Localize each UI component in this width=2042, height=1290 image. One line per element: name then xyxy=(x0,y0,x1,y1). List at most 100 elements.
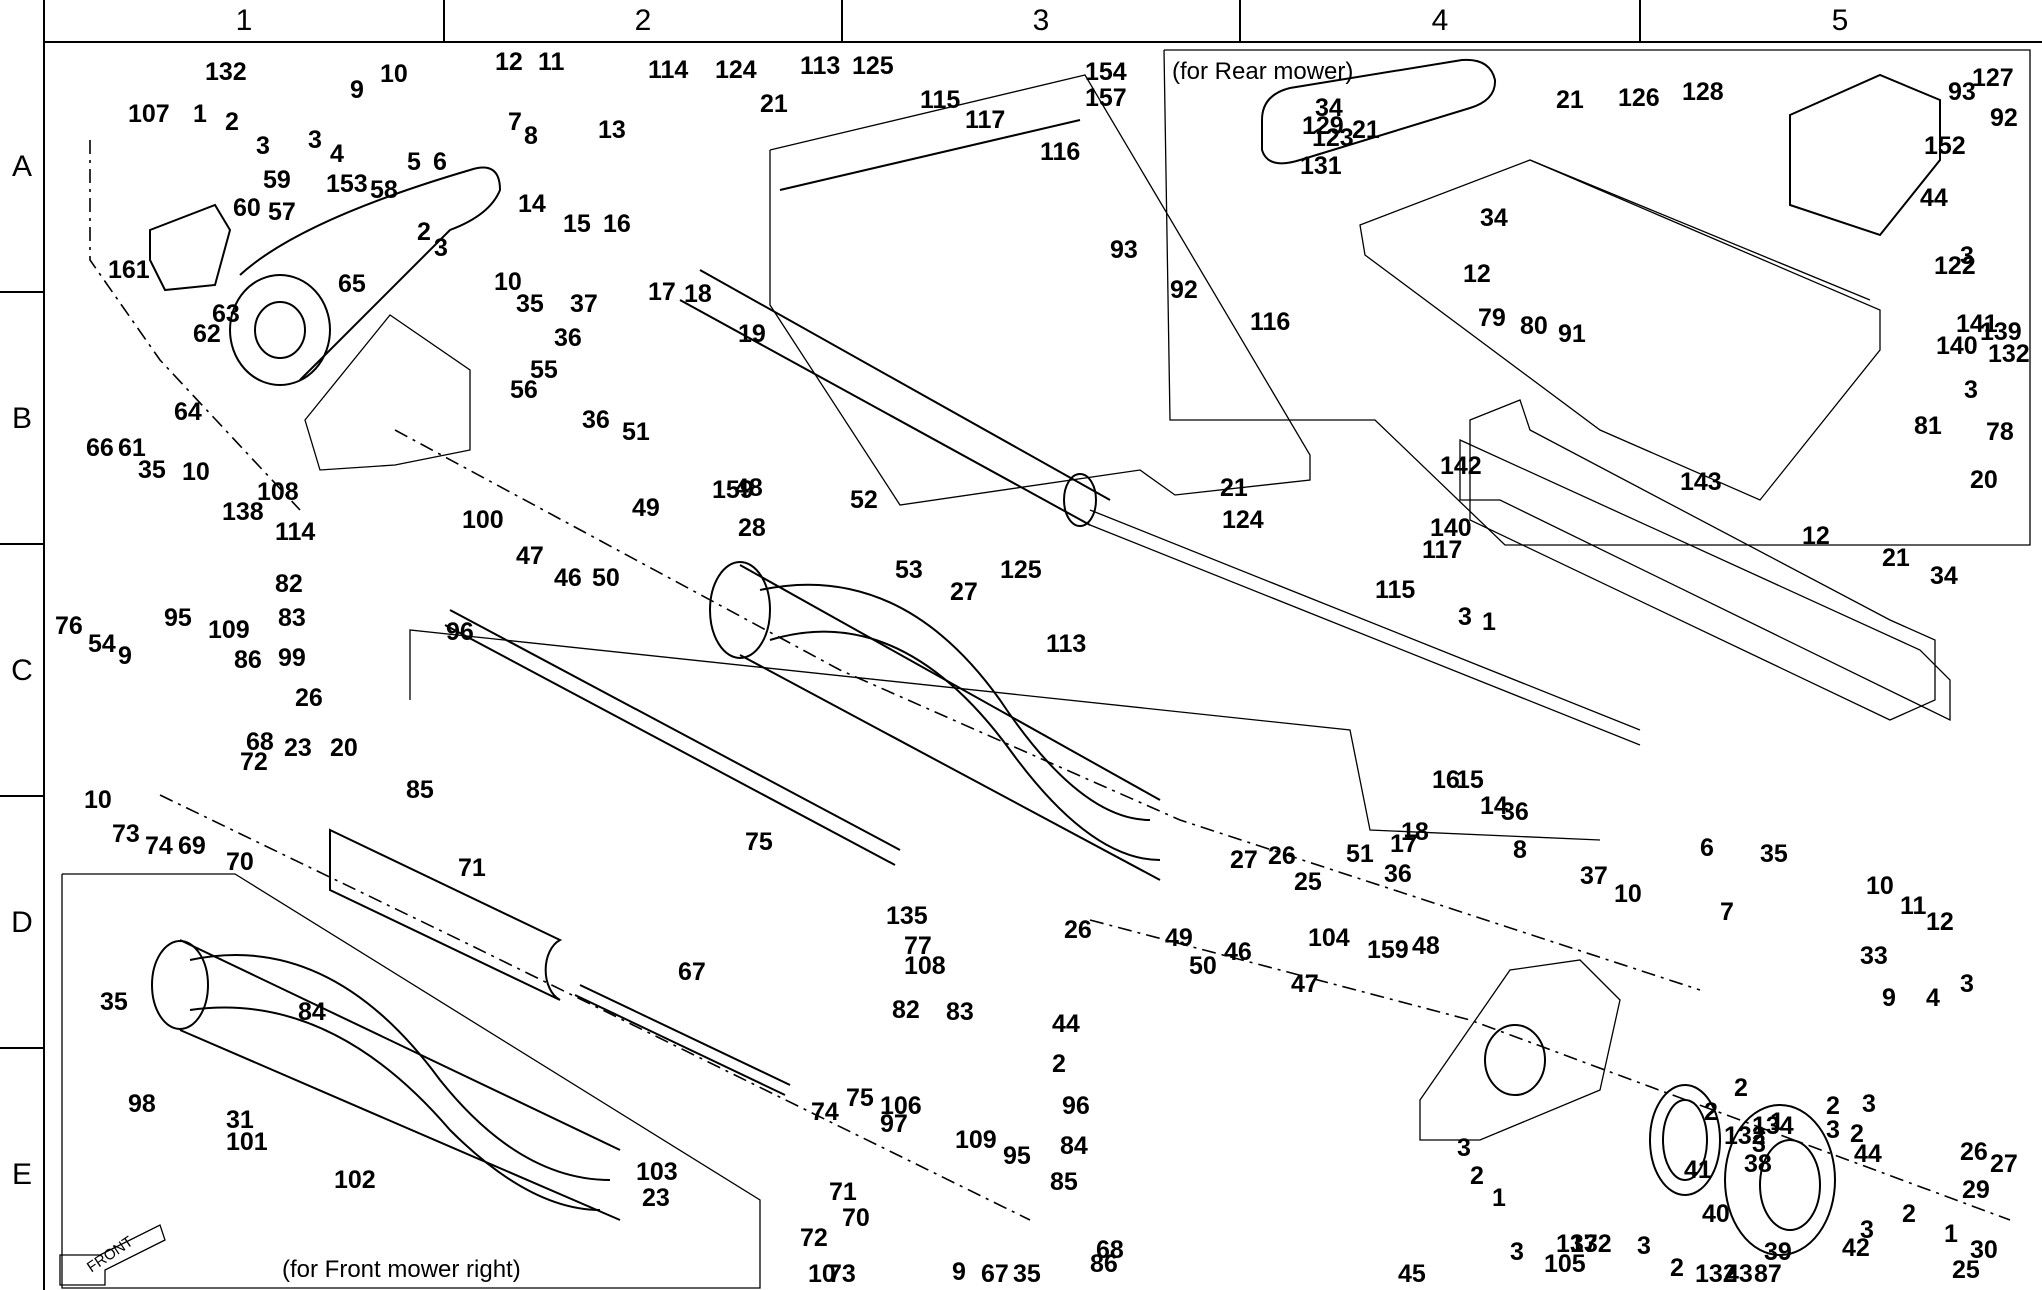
rod-54 xyxy=(449,609,901,851)
part-callout: 97 xyxy=(880,1110,908,1138)
part-callout: 104 xyxy=(1308,924,1350,952)
part-callout: 36 xyxy=(554,324,582,352)
part-callout: 3 xyxy=(1752,1130,1766,1158)
part-callout: 3 xyxy=(1862,1090,1876,1118)
part-callout: 9 xyxy=(952,1258,966,1286)
part-callout: 8 xyxy=(524,122,538,150)
part-callout: 99 xyxy=(278,644,306,672)
part-callout: 159 xyxy=(712,476,754,504)
belt-58 xyxy=(239,166,502,381)
part-callout: 51 xyxy=(622,418,650,446)
part-callout: 27 xyxy=(950,578,978,606)
part-callout: 80 xyxy=(1520,312,1548,340)
part-callout: 122 xyxy=(1934,252,1976,280)
part-callout: 21 xyxy=(760,90,788,118)
part-callout: 44 xyxy=(1920,184,1948,212)
part-callout: 86 xyxy=(1090,1250,1118,1278)
shaft-77 xyxy=(579,984,791,1086)
part-callout: 17 xyxy=(648,278,676,306)
part-callout: 34 xyxy=(1930,562,1958,590)
part-callout: 85 xyxy=(1050,1168,1078,1196)
part-callout: 60 xyxy=(233,194,261,222)
part-callout: 25 xyxy=(1952,1256,1980,1284)
part-callout: 75 xyxy=(745,828,773,856)
part-callout: 134 xyxy=(1752,1112,1794,1140)
cover-126 xyxy=(1789,73,1941,237)
part-callout: 71 xyxy=(458,854,486,882)
part-callout: 114 xyxy=(648,56,689,84)
part-callout: 46 xyxy=(1224,938,1252,966)
part-callout: 137 xyxy=(1556,1230,1598,1258)
bedknife-78 xyxy=(1459,438,1951,722)
part-callout: 83 xyxy=(278,604,306,632)
rear-mower-box xyxy=(1163,49,2031,546)
part-callout: 43 xyxy=(1725,1260,1753,1288)
part-callout: 49 xyxy=(1165,924,1193,952)
part-callout: 65 xyxy=(338,270,366,298)
part-callout: 140 xyxy=(1430,514,1472,542)
part-callout: 2 xyxy=(1670,1254,1684,1282)
part-callout: 103 xyxy=(636,1158,678,1186)
part-callout: 142 xyxy=(1440,452,1482,480)
part-callout: 48 xyxy=(1412,932,1440,960)
part-callout: 124 xyxy=(1222,506,1264,534)
part-callout: 11 xyxy=(538,48,565,76)
part-callout: 35 xyxy=(1760,840,1788,868)
roller-19-bottom xyxy=(679,299,1091,526)
part-callout: 62 xyxy=(193,320,221,348)
part-callout: 77 xyxy=(904,932,932,960)
pulley-105 xyxy=(1649,1084,1721,1196)
roller-19-end xyxy=(1063,473,1097,527)
part-callout: 127 xyxy=(1972,64,2014,92)
part-callout: 79 xyxy=(1478,304,1506,332)
grid-row-C: C xyxy=(11,654,33,687)
part-callout: 135 xyxy=(886,902,928,930)
part-callout: 132 xyxy=(1695,1260,1737,1288)
part-callout: 50 xyxy=(1189,952,1217,980)
part-callout: 29 xyxy=(1962,1176,1990,1204)
part-callout: 139 xyxy=(1980,318,2022,346)
part-callout: 4 xyxy=(330,140,344,168)
part-callout: 37 xyxy=(1580,862,1608,890)
part-callout: 69 xyxy=(178,832,206,860)
part-callout: 28 xyxy=(738,514,766,542)
part-callout: 34 xyxy=(1315,94,1343,122)
grid-column-3: 3 xyxy=(1032,4,1050,37)
part-callout: 123 xyxy=(1312,124,1354,152)
part-callout: 21 xyxy=(1882,544,1910,572)
part-callout: 59 xyxy=(263,166,291,194)
part-callout: 113 xyxy=(1046,630,1087,658)
reel-53-end xyxy=(709,561,771,659)
part-callout: 2 xyxy=(225,108,239,136)
bedbar-79 xyxy=(1469,399,1936,721)
part-callout: 12 xyxy=(1802,522,1830,550)
grid-row-A: A xyxy=(11,150,32,183)
part-callout: 109 xyxy=(955,1126,997,1154)
part-callout: 102 xyxy=(334,1166,376,1194)
part-callout: 132 xyxy=(205,58,247,86)
part-callout: 2 xyxy=(1704,1098,1718,1126)
part-callout: 1 xyxy=(1944,1220,1958,1248)
part-callout: 3 xyxy=(1458,603,1472,631)
part-callout: 125 xyxy=(1000,556,1042,584)
part-callout: 124 xyxy=(715,56,757,84)
reel-53-bottom xyxy=(739,654,1161,881)
reel-31-bottom xyxy=(179,1029,621,1221)
part-callout: 23 xyxy=(642,1184,670,1212)
part-callout: 36 xyxy=(1501,798,1529,826)
part-callout: 35 xyxy=(1013,1260,1041,1288)
part-callout: 132 xyxy=(1724,1122,1766,1150)
shaft-20 xyxy=(1089,509,1641,731)
part-callout: 92 xyxy=(1170,276,1198,304)
part-callout: 3 xyxy=(1457,1134,1471,1162)
part-callout: 71 xyxy=(829,1178,857,1206)
part-callout: 3 xyxy=(308,126,322,154)
part-callout: 85 xyxy=(406,776,434,804)
part-callout: 3 xyxy=(1510,1238,1524,1266)
part-callout: 131 xyxy=(1300,152,1342,180)
part-callout: 82 xyxy=(892,996,920,1024)
part-callout: 157 xyxy=(1085,84,1127,112)
part-callout: 2 xyxy=(1734,1074,1748,1102)
